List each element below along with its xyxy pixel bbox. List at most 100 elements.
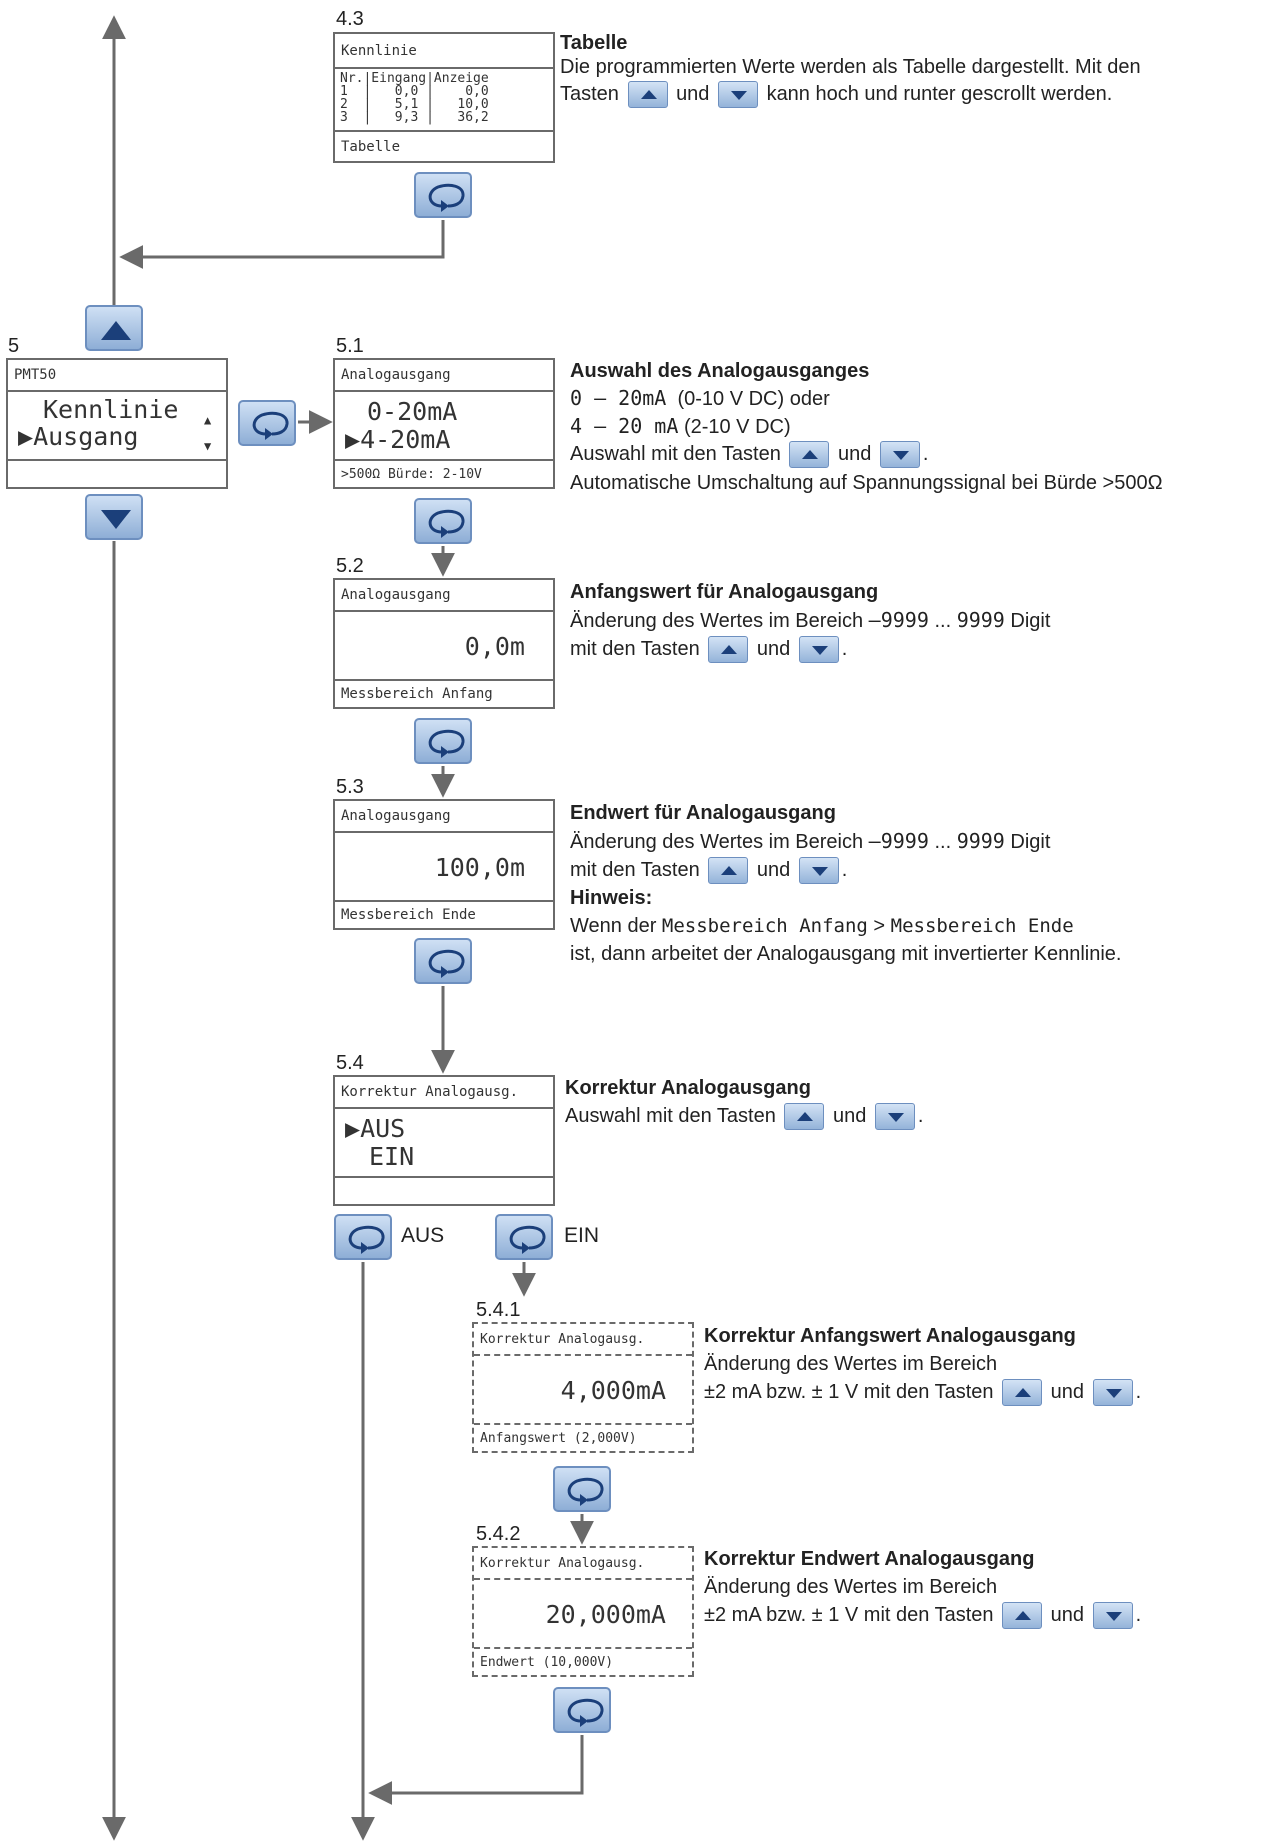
lcd-footer: Messbereich Ende bbox=[335, 900, 553, 928]
description-text: Die programmierten Werte werden als Tabe… bbox=[560, 56, 1141, 78]
description-text: ±2 mA bzw. ± 1 V mit den Tasten und . bbox=[704, 1601, 1264, 1630]
selection-marker-icon: ▶ bbox=[345, 1114, 361, 1143]
lcd-footer: Anfangswert (2,000V) bbox=[474, 1423, 692, 1451]
arrow-up-icon bbox=[627, 81, 668, 108]
branch-label-ein: EIN bbox=[564, 1224, 600, 1247]
step-label-5: 5 bbox=[8, 335, 20, 357]
enter-loop-icon bbox=[348, 1225, 385, 1254]
description-title: Korrektur Analogausgang bbox=[565, 1077, 811, 1099]
table-row: 1 | 0,0 | 0,0 bbox=[340, 84, 489, 99]
description-text: Automatische Umschaltung auf Spannungssi… bbox=[570, 472, 1163, 495]
menu-item-aus: ▶AUS bbox=[345, 1114, 406, 1143]
scroll-indicator: ▲ ▼ bbox=[204, 407, 211, 459]
enter-button[interactable] bbox=[414, 938, 472, 984]
table-row: 3 | 9,3 | 36,2 bbox=[340, 110, 489, 125]
lcd-footer: Tabelle bbox=[335, 130, 553, 161]
enter-loop-icon bbox=[428, 509, 465, 538]
arrow-down-icon bbox=[101, 510, 131, 529]
enter-loop-icon bbox=[252, 411, 289, 440]
description-text: Änderung des Wertes im Bereich bbox=[704, 1576, 998, 1598]
arrow-up-icon bbox=[708, 857, 749, 885]
menu-item-ausgang: ▶Ausgang bbox=[18, 422, 139, 451]
description-title: Tabelle bbox=[560, 32, 628, 54]
arrow-up-icon bbox=[784, 1103, 825, 1131]
menu-item-ein: EIN bbox=[369, 1142, 415, 1171]
enter-loop-icon bbox=[567, 1698, 604, 1727]
step-label-5-3: 5.3 bbox=[336, 776, 364, 798]
lcd-5-3: Analogausgang 100,0m Messbereich Ende bbox=[333, 799, 555, 930]
table-row: 2 | 5,1 | 10,0 bbox=[340, 97, 489, 112]
enter-loop-icon bbox=[428, 949, 465, 978]
arrow-down-icon bbox=[1092, 1602, 1133, 1630]
lcd-5-2: Analogausgang 0,0m Messbereich Anfang bbox=[333, 578, 555, 709]
description-text: Tasten und kann hoch und runter gescroll… bbox=[560, 81, 1260, 108]
arrow-up-icon bbox=[1002, 1379, 1043, 1407]
arrow-5-4-2-return bbox=[368, 1735, 584, 1805]
enter-loop-icon bbox=[428, 183, 465, 212]
description-text: Änderung des Wertes im Bereich –9999 ...… bbox=[570, 829, 1051, 853]
enter-button[interactable] bbox=[414, 718, 472, 764]
step-label-5-4-1: 5.4.1 bbox=[476, 1299, 521, 1321]
step-label-5-4-2: 5.4.2 bbox=[476, 1523, 521, 1545]
lcd-footer bbox=[335, 1176, 553, 1204]
menu-item-4-20ma: ▶4-20mA bbox=[345, 425, 451, 454]
up-button[interactable] bbox=[85, 305, 143, 351]
arrow-down-icon bbox=[798, 636, 839, 664]
description-text: ist, dann arbeitet der Analogausgang mit… bbox=[570, 943, 1122, 966]
description-text: Auswahl mit den Tasten und . bbox=[565, 1102, 1265, 1131]
step-label-5-4: 5.4 bbox=[336, 1052, 364, 1074]
table-header: Nr.|Eingang|Anzeige bbox=[340, 71, 489, 86]
description-5-4-2: Korrektur Endwert Analogausgang Änderung… bbox=[704, 1545, 1264, 1630]
lcd-4-3: Kennlinie Nr.|Eingang|Anzeige 1 | 0,0 | … bbox=[333, 32, 555, 163]
step-label-5-2: 5.2 bbox=[336, 555, 364, 577]
description-text: mit den Tasten und . bbox=[570, 635, 1270, 664]
description-5-1: Auswahl des Analogausganges 0 – 20mA (0-… bbox=[570, 358, 1270, 497]
description-5-4: Korrektur Analogausgang Auswahl mit den … bbox=[565, 1074, 1265, 1131]
lcd-table: Nr.|Eingang|Anzeige 1 | 0,0 | 0,0 2 | 5,… bbox=[335, 72, 553, 124]
lcd-footer: Endwert (10,000V) bbox=[474, 1647, 692, 1675]
description-5-4-1: Korrektur Anfangswert Analogausgang Ände… bbox=[704, 1322, 1264, 1407]
description-text: Änderung des Wertes im Bereich bbox=[704, 1353, 998, 1375]
scroll-up-icon: ▲ bbox=[204, 413, 212, 427]
enter-loop-icon bbox=[509, 1225, 546, 1254]
description-text: 4 – 20 mA (2-10 V DC) bbox=[570, 414, 791, 438]
arrow-4-3-return bbox=[119, 220, 445, 269]
lcd-header: Korrektur Analogausg. bbox=[335, 1077, 553, 1109]
enter-button[interactable] bbox=[414, 498, 472, 544]
lcd-header: Korrektur Analogausg. bbox=[474, 1548, 692, 1580]
lcd-menu: Kennlinie ▶Ausgang bbox=[8, 396, 226, 450]
lcd-footer: Messbereich Anfang bbox=[335, 679, 553, 707]
lcd-header: Analogausgang bbox=[335, 801, 553, 833]
arrow-up-icon bbox=[101, 321, 131, 340]
lcd-header: PMT50 bbox=[8, 360, 226, 392]
arrow-down-icon bbox=[798, 857, 839, 885]
down-button[interactable] bbox=[85, 494, 143, 540]
enter-button[interactable] bbox=[553, 1687, 611, 1733]
arrow-down-icon bbox=[879, 441, 920, 469]
description-title: Endwert für Analogausgang bbox=[570, 802, 836, 824]
lcd-5-4-2: Korrektur Analogausg. 20,000mA Endwert (… bbox=[472, 1546, 694, 1677]
enter-button-ein[interactable] bbox=[495, 1214, 553, 1260]
lcd-value: 0,0m bbox=[464, 632, 525, 661]
lcd-header: Analogausgang bbox=[335, 360, 553, 392]
lcd-5-4: Korrektur Analogausg. ▶AUS EIN bbox=[333, 1075, 555, 1206]
lcd-value: 20,000mA bbox=[545, 1600, 666, 1629]
description-5-2: Anfangswert für Analogausgang Änderung d… bbox=[570, 578, 1270, 664]
description-text: Wenn der Messbereich Anfang > Messbereic… bbox=[570, 915, 1074, 938]
description-text: 0 – 20mA (0-10 V DC) oder bbox=[570, 386, 830, 410]
description-5-3: Endwert für Analogausgang Änderung des W… bbox=[570, 799, 1270, 968]
menu-item-kennlinie: Kennlinie bbox=[43, 395, 179, 424]
lcd-header: Kennlinie bbox=[335, 34, 553, 69]
enter-loop-icon bbox=[428, 729, 465, 758]
lcd-footer bbox=[8, 459, 226, 487]
lcd-value: 4,000mA bbox=[560, 1376, 666, 1405]
enter-button[interactable] bbox=[238, 400, 296, 446]
enter-button-aus[interactable] bbox=[334, 1214, 392, 1260]
step-label-5-1: 5.1 bbox=[336, 335, 364, 357]
arrow-down-icon bbox=[1092, 1379, 1133, 1407]
enter-button[interactable] bbox=[414, 172, 472, 218]
selection-marker-icon: ▶ bbox=[345, 425, 361, 454]
lcd-value: 100,0m bbox=[434, 853, 525, 882]
enter-button[interactable] bbox=[553, 1466, 611, 1512]
